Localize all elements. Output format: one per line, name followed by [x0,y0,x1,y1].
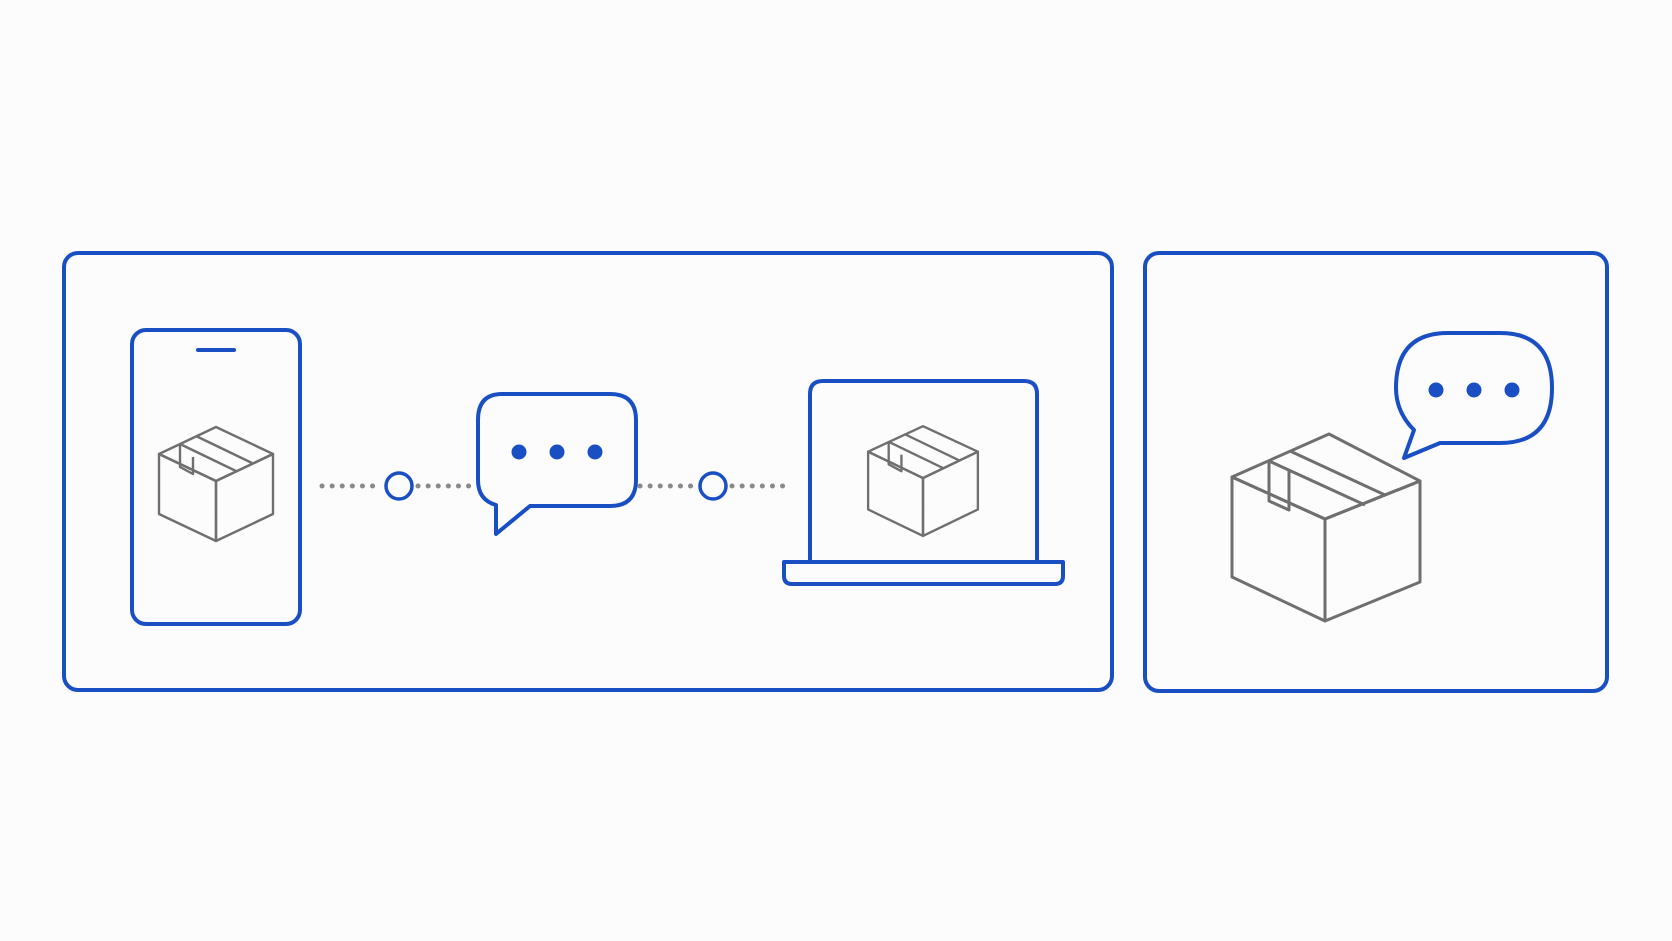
left-panel [62,251,1114,692]
laptop-icon [782,379,1065,586]
left-panel-frame [62,251,1114,692]
package-box-icon [157,425,275,543]
package-box-icon [866,424,980,538]
circle-node-icon [384,471,414,501]
dotted-connector-right [637,471,793,501]
circle-node-icon [698,471,728,501]
dotted-connector-left [319,471,475,501]
smartphone-icon [130,328,302,626]
chat-bubble-icon [1394,331,1554,460]
package-box-icon [1230,432,1422,623]
right-panel-frame [1143,251,1609,693]
chat-bubble-icon [476,392,638,536]
right-panel [1143,251,1609,693]
